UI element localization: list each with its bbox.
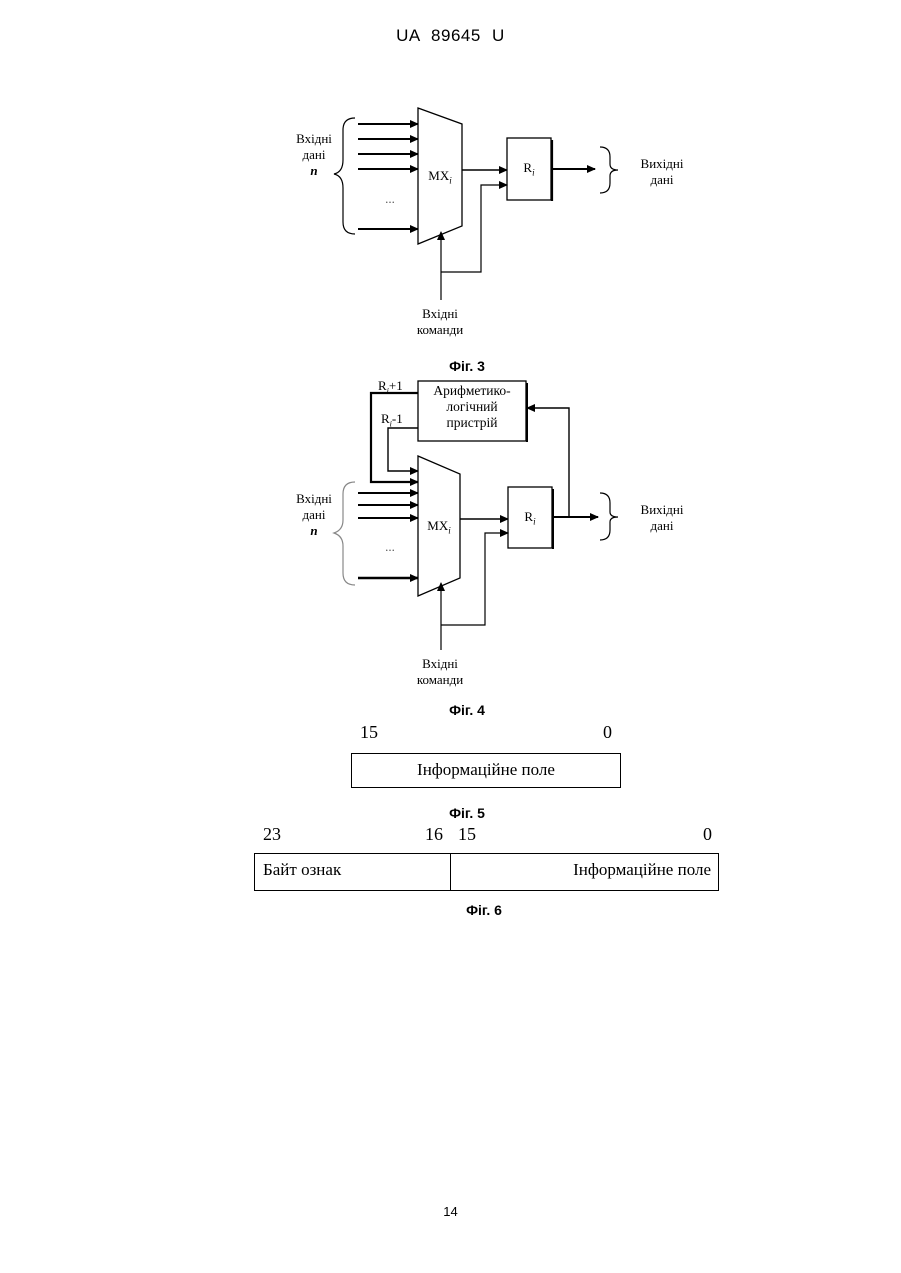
fig6-caption: Фіг. 6 (384, 902, 584, 918)
fig6-bit-0: 0 (703, 824, 712, 845)
fig3-input-label: Вхідні дані n (284, 131, 344, 179)
fig4-ellipsis: ... (380, 539, 400, 555)
fig3-commands-label: Вхідні команди (400, 306, 480, 338)
fig6-bit-16: 16 (425, 824, 443, 845)
fig5-bit-low: 0 (603, 722, 612, 743)
fig4-ri-plus-line (371, 393, 418, 482)
fig4-alu-label: Арифметико- логічний пристрій (418, 383, 526, 431)
fig3-output-brace (600, 147, 618, 193)
fig4-register-label: Ri (508, 509, 552, 530)
fig3-caption: Фіг. 3 (367, 358, 567, 374)
fig6-bit-15: 15 (458, 824, 476, 845)
fig4-caption: Фіг. 4 (367, 702, 567, 718)
fig6-bit-23: 23 (263, 824, 281, 845)
fig5-caption: Фіг. 5 (367, 805, 567, 821)
fig4-ri-plus-label: Ri+1 (378, 378, 420, 400)
fig4-ri-minus-line (388, 428, 418, 471)
fig3-register-label: Ri (507, 160, 551, 181)
fig4-output-brace (600, 493, 618, 540)
fig6-flags-field: Байт ознак (254, 853, 450, 891)
fig4-input-label: Вхідні дані n (284, 491, 344, 539)
fig4-ri-minus-label: Ri-1 (381, 411, 423, 433)
fig3-ellipsis: ... (380, 191, 400, 207)
fig4-commands-label: Вхідні команди (400, 656, 480, 688)
fig6-info-field: Інформаційне поле (450, 853, 719, 891)
fig3-output-label: Вихідні дані (622, 156, 702, 188)
fig5-bit-high: 15 (360, 722, 378, 743)
fig5-info-field: Інформаційне поле (351, 753, 621, 788)
fig4-mux-label: MXi (418, 518, 460, 539)
fig4-output-label: Вихідні дані (622, 502, 702, 534)
page-number: 14 (0, 1204, 901, 1219)
fig3-mux-label: MXi (418, 168, 462, 189)
